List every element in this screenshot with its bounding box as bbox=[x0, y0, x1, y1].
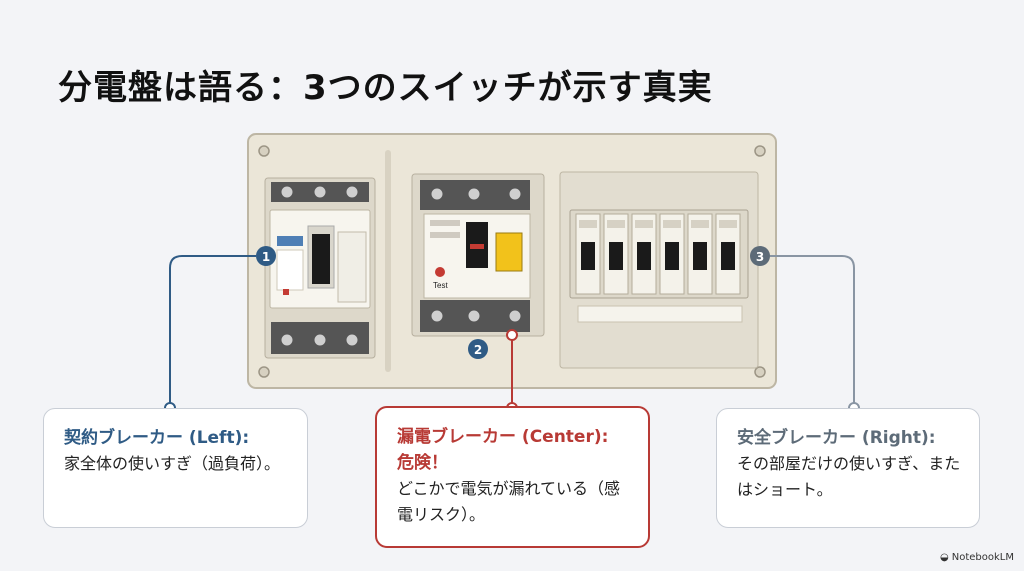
svg-text:2: 2 bbox=[474, 343, 482, 357]
branch-breaker-switch bbox=[659, 213, 685, 295]
marker-3: 3 bbox=[750, 246, 770, 266]
leader-lines bbox=[169, 255, 855, 408]
marker-2: 2 bbox=[468, 339, 488, 359]
callout-main-breaker-text: 家全体の使いすぎ（過負荷）。 bbox=[64, 454, 281, 473]
callout-earth-leakage-text: どこかで電気が漏れている（感電リスク）。 bbox=[397, 479, 621, 524]
test-label: Test bbox=[433, 281, 448, 290]
svg-text:1: 1 bbox=[262, 250, 270, 264]
branch-breaker-switch bbox=[687, 213, 713, 295]
notebooklm-logo-icon: ◒ bbox=[940, 552, 949, 563]
branch-breaker-switch bbox=[603, 213, 629, 295]
branch-breakers bbox=[559, 171, 759, 369]
earth-leakage-breaker: Test bbox=[411, 173, 545, 337]
test-button-icon bbox=[435, 267, 445, 277]
branch-breaker-switch bbox=[575, 213, 601, 295]
svg-text:3: 3 bbox=[756, 250, 764, 264]
callout-branch-breaker-heading: 安全ブレーカー (Right): bbox=[737, 428, 936, 448]
marker-1: 1 bbox=[256, 246, 276, 266]
callout-earth-leakage-breaker: 漏電ブレーカー (Center): 危険！ どこかで電気が漏れている（感電リスク… bbox=[375, 406, 650, 548]
main-breaker bbox=[264, 177, 376, 359]
branch-breaker-switch bbox=[715, 213, 741, 295]
slide-title: 分電盤は語る：3つのスイッチが示す真実 bbox=[58, 68, 713, 108]
callout-branch-breaker: 安全ブレーカー (Right): その部屋だけの使いすぎ、またはショート。 bbox=[716, 408, 980, 528]
panel-screws bbox=[258, 145, 766, 378]
callout-main-breaker-heading: 契約ブレーカー (Left): bbox=[64, 428, 250, 448]
callout-earth-leakage-heading: 漏電ブレーカー (Center): 危険！ bbox=[397, 427, 609, 473]
brand-label: NotebookLM bbox=[951, 552, 1014, 563]
brand-watermark: ◒ NotebookLM bbox=[940, 552, 1014, 563]
branch-breaker-switch bbox=[631, 213, 657, 295]
callout-main-breaker: 契約ブレーカー (Left): 家全体の使いすぎ（過負荷）。 bbox=[43, 408, 308, 528]
callout-branch-breaker-text: その部屋だけの使いすぎ、またはショート。 bbox=[737, 454, 961, 499]
